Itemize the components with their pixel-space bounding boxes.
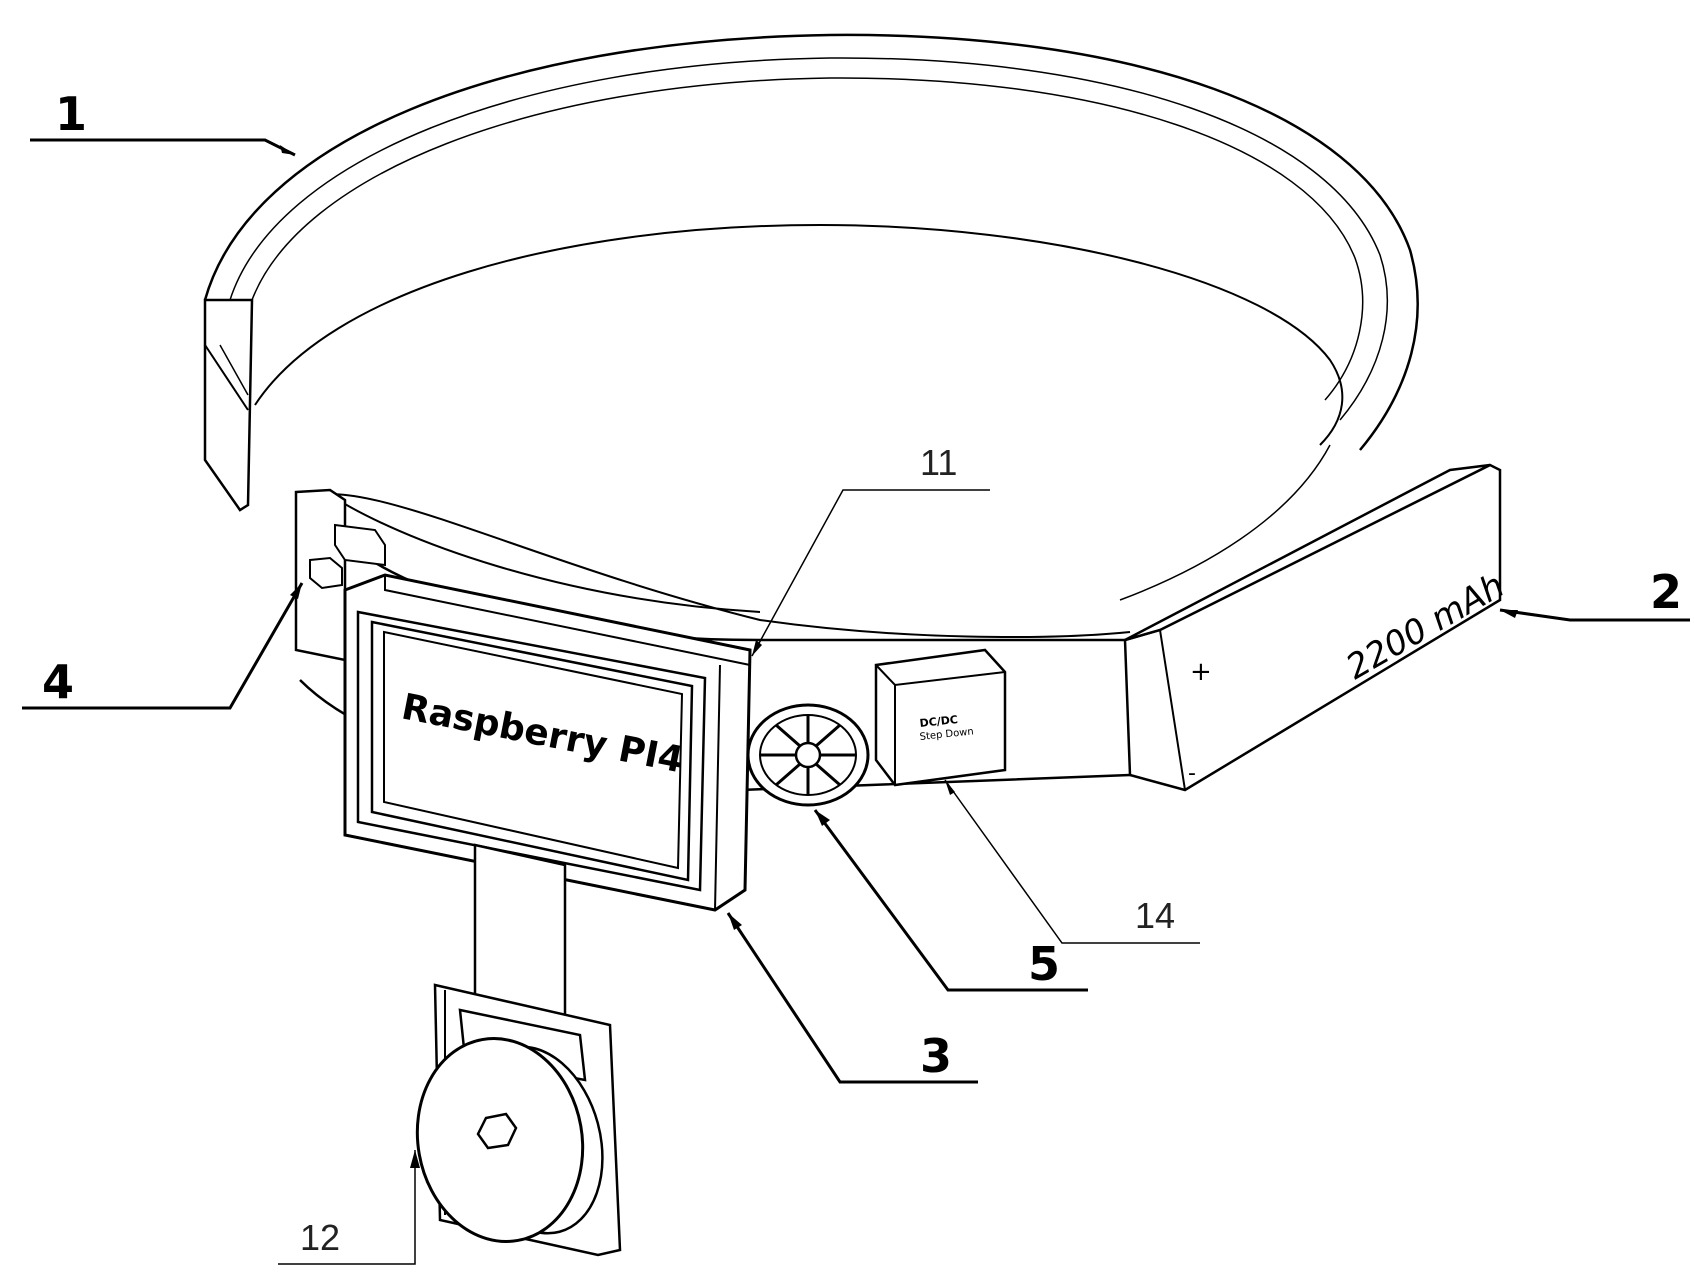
ref-number-11: 11 <box>920 442 957 483</box>
dcdc-module: DC/DC Step Down <box>874 648 1007 787</box>
cooling-fan <box>746 703 870 807</box>
ref-number-12: 12 <box>300 1217 340 1258</box>
ref-number-4: 4 <box>42 655 74 709</box>
ref-number-3: 3 <box>920 1029 952 1083</box>
battery-pack: 2200 mAh + - <box>1123 463 1511 792</box>
reference-numbers: 1 2 3 4 5 11 12 14 <box>42 87 1682 1258</box>
ref-number-1: 1 <box>55 87 87 141</box>
battery-plus-text: + <box>1190 657 1212 687</box>
camera-arm <box>415 843 622 1257</box>
ref-number-14: 14 <box>1135 895 1175 936</box>
battery-minus-text: - <box>1188 761 1196 786</box>
dcdc-text-line1: DC/DC <box>919 713 959 730</box>
ref-number-2: 2 <box>1650 565 1682 619</box>
display-unit: Raspberry PI4 <box>294 488 752 912</box>
reference-leaders <box>22 138 1690 1265</box>
ref-number-5: 5 <box>1028 937 1060 991</box>
